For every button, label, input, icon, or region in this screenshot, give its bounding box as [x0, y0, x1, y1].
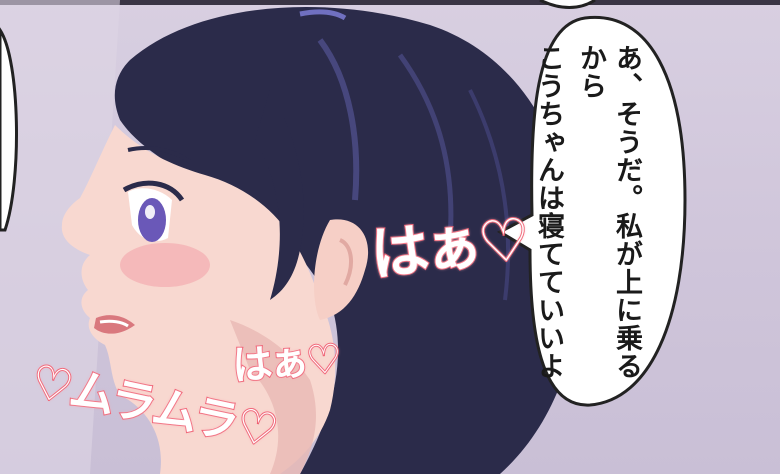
eye-iris — [138, 198, 166, 242]
neck-shadow — [230, 320, 316, 474]
eyebrow — [127, 146, 192, 164]
sfx-breath-small: はぁ♡ — [230, 335, 342, 390]
speech-bubble-top — [539, 0, 596, 9]
hair-highlight — [397, 53, 454, 241]
hair-highlight — [468, 89, 511, 301]
ear — [314, 219, 369, 320]
hair-highlight — [317, 38, 360, 201]
mouth — [94, 315, 135, 334]
blush — [120, 243, 210, 287]
speech-bubble-text: あ、そうだ。私が上に乗るから こうちゃんは寝てていいよ — [533, 34, 644, 394]
ear-detail — [338, 238, 353, 286]
side-bangs — [255, 90, 304, 300]
sfx-breath-large: はぁ♡ — [366, 204, 530, 290]
eye-highlight — [145, 205, 155, 219]
eyelash — [122, 180, 185, 202]
teeth — [99, 319, 129, 328]
speech-bubble-left — [0, 27, 18, 232]
panel-border-top — [0, 0, 780, 5]
background-light — [0, 0, 120, 474]
speech-line-2: こうちゃんは寝てていいよ — [533, 44, 564, 380]
speech-bubble — [496, 15, 687, 407]
hair-shine — [299, 9, 347, 21]
speech-line-1: あ、そうだ。私が上に乗るから — [575, 44, 642, 380]
